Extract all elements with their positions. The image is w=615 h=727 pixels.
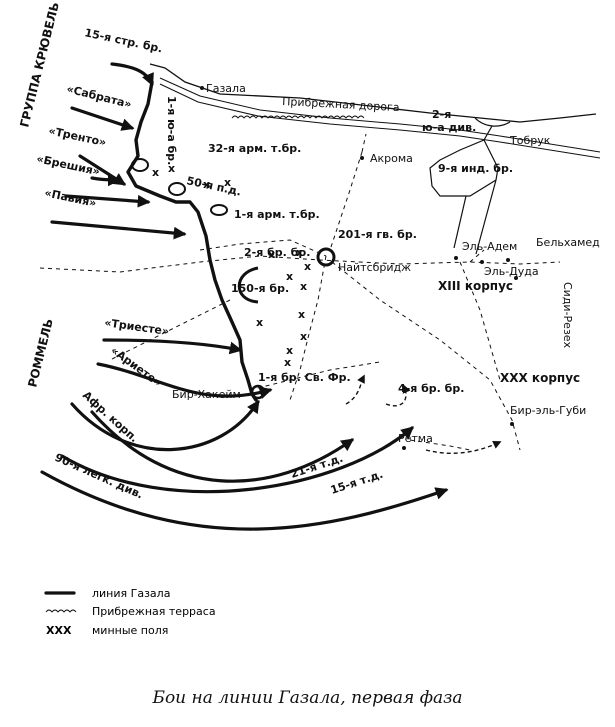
label-akroma: Акрома	[370, 152, 413, 165]
label-fr1: 1-я бр. Св. Фр.	[258, 371, 351, 384]
svg-text:x: x	[286, 344, 293, 357]
label-retma: Ретма	[398, 432, 433, 445]
arrow-90	[40, 470, 449, 531]
label-ind9: 9-я инд. бр.	[438, 162, 513, 175]
label-coastal-road: Прибрежная дорога	[282, 95, 400, 114]
svg-text:x: x	[203, 178, 210, 191]
tobruk-perimeter	[429, 139, 499, 197]
arm1-box	[210, 204, 228, 216]
label-gv201: 201-я гв. бр.	[338, 228, 417, 241]
coastline	[149, 63, 597, 123]
legend-mines-label: минные поля	[92, 624, 168, 637]
legend: линия Газала Прибрежная терраса XXX минн…	[44, 587, 216, 637]
label-knightsbridge: Найтсбридж	[338, 261, 411, 274]
svg-text:x: x	[286, 270, 293, 283]
coast-bay	[474, 117, 511, 127]
arrow-brescia	[64, 194, 151, 208]
label-sidirezeh: Сиди-Резех	[561, 282, 574, 349]
label-rommel: РОММЕЛЬ	[25, 317, 56, 389]
label-sa1: 1-я ю-а бр.	[165, 96, 178, 165]
label-gazala: Газала	[206, 82, 246, 95]
label-td15: 15-я т.д.	[329, 468, 385, 497]
label-br2: 2-я бр. бр.	[244, 246, 310, 259]
label-xiii: XIII корпус	[438, 279, 513, 293]
pd50-box	[168, 182, 186, 196]
label-birhakeim: Бир-Хакейм	[172, 388, 241, 401]
label-pavia: «Павия»	[43, 186, 97, 210]
label-arm32: 32-я арм. т.бр.	[208, 142, 301, 155]
track-akroma	[329, 151, 363, 251]
legend-terrace-label: Прибрежная терраса	[92, 605, 216, 618]
label-pd50: 50-я п.д.	[185, 174, 242, 198]
arrow-sabrata	[70, 106, 135, 131]
svg-text:x: x	[268, 248, 275, 261]
svg-text:x: x	[300, 330, 307, 343]
legend-xxx-symbol: XXX	[46, 624, 72, 637]
knightsbridge-box	[316, 247, 336, 267]
map-caption: Бои на линии Газала, первая фаза	[152, 688, 463, 708]
label-cruewell: ГРУППА КРЮВЕЛЬ	[17, 1, 62, 129]
coastal-road	[159, 77, 601, 153]
label-tobruk: Тобрук	[509, 134, 551, 147]
label-trento: «Тренто»	[47, 124, 107, 149]
arrow-ariete	[96, 362, 273, 399]
svg-text:x: x	[304, 260, 311, 273]
label-xxx: XXX корпус	[500, 371, 580, 385]
label-br150: 150-я бр.	[231, 282, 289, 295]
label-brescia: «Брешия»	[35, 152, 101, 178]
label-div2b: ю-а див.	[422, 121, 476, 134]
arrow-pavia	[50, 220, 187, 240]
svg-text:x: x	[168, 162, 175, 175]
arrow-trento2	[90, 173, 121, 187]
coastal-terrace	[231, 115, 365, 119]
svg-text:x: x	[224, 176, 231, 189]
label-birelgubi: Бир-эль-Губи	[510, 404, 586, 417]
label-div2: 2-я	[432, 108, 451, 121]
arrow-afr	[70, 399, 260, 452]
label-sp15: 15-я стр. бр.	[83, 26, 163, 55]
gazala-line	[126, 80, 258, 402]
label-eladem: Эль-Адем	[462, 240, 517, 253]
arrow-sp15	[110, 62, 154, 87]
svg-text:x: x	[152, 166, 159, 179]
br150-box	[237, 266, 259, 304]
label-sabrata: «Сабрата»	[65, 82, 133, 111]
label-ariete: «Ариете»	[108, 344, 164, 390]
arrow-trieste	[102, 338, 243, 355]
svg-text:x: x	[284, 356, 291, 369]
label-br4: 4-я бр. бр.	[398, 382, 464, 395]
arrow-15td	[60, 426, 414, 494]
label-belhamed: Бельхамед	[536, 236, 600, 249]
label-trieste: «Триесте»	[104, 316, 170, 338]
svg-text:x: x	[296, 246, 303, 259]
legend-line-label: линия Газала	[92, 587, 170, 600]
svg-text:x: x	[300, 280, 307, 293]
label-eldud: Эль-Дуда	[484, 265, 539, 278]
svg-text:x: x	[256, 316, 263, 329]
label-lt90: 90-я легк. див.	[53, 451, 145, 502]
svg-text:x: x	[298, 308, 305, 321]
sa1-box	[131, 158, 149, 172]
arrow-21td	[90, 410, 355, 483]
label-arm1: 1-я арм. т.бр.	[234, 208, 320, 221]
